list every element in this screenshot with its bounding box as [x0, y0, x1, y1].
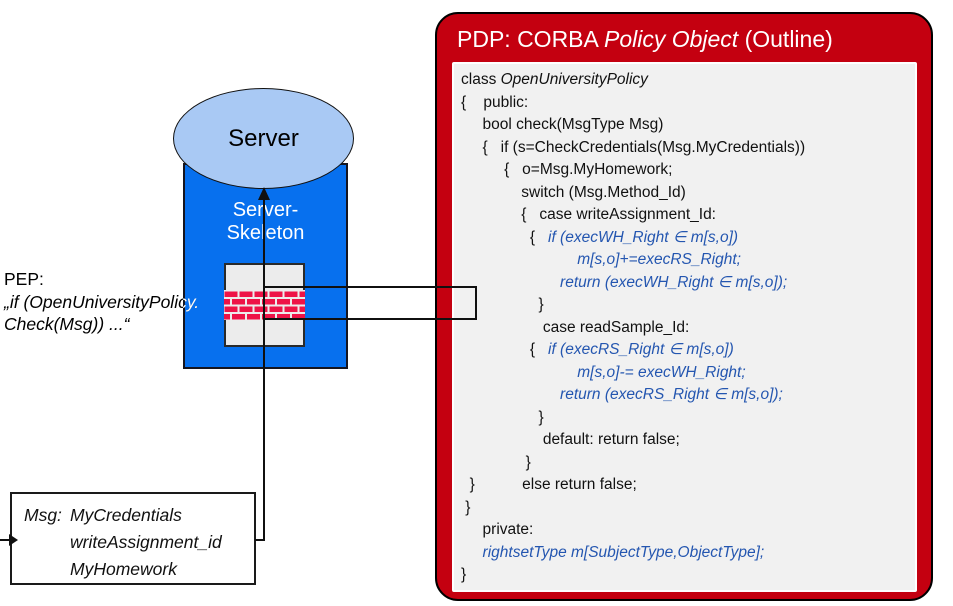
code-line: private:: [461, 521, 534, 538]
code-line: return (execWH_Right ∈ m[s,o]);: [461, 273, 788, 291]
code-line: { o=Msg.MyHomework;: [461, 161, 673, 178]
code-line: }: [461, 566, 467, 583]
msg-row: Msg: MyCredentials: [24, 502, 254, 529]
pdp-title-prefix: PDP: CORBA: [457, 26, 604, 52]
msg-value-homework: MyHomework: [70, 559, 177, 579]
code-line: rightsetType m[SubjectType,ObjectType];: [482, 543, 765, 561]
server-skeleton-label-line1: Server-: [232, 199, 299, 221]
pdp-title-italic: Policy Object: [603, 26, 739, 52]
code-line: return (execRS_Right ∈ m[s,o]);: [461, 386, 783, 403]
msg-value-method: writeAssignment_id: [70, 532, 222, 552]
code-line: bool check(MsgType Msg): [461, 116, 664, 133]
msg-box: Msg: MyCredentials writeAssignment_id My…: [10, 492, 256, 585]
code-line: { if (s=CheckCredentials(Msg.MyCredentia…: [461, 138, 806, 156]
code-line: { if (execRS_Right ∈ m[s,o]): [461, 341, 734, 358]
msgbox-connector-line: [255, 539, 265, 541]
server-label: Server: [228, 124, 299, 152]
code-line: m[s,o]+=execRS_Right;: [461, 251, 741, 268]
msg-value-credentials: MyCredentials: [70, 505, 182, 525]
pdp-panel: PDP: CORBA Policy Object (Outline) class…: [435, 12, 933, 601]
code-line: default: return false;: [461, 431, 680, 448]
msg-row: writeAssignment_id: [24, 529, 254, 556]
msg-row: MyHomework: [24, 556, 254, 583]
pep-code-line1-overlay: „if (OpenUniversityPolicy.: [183, 291, 200, 312]
pdp-title-suffix: (Outline): [738, 26, 833, 52]
pep-code-line1: „if (OpenUniversityPolicy. „if (OpenUniv…: [4, 291, 199, 314]
code-line: { case writeAssignment_Id:: [461, 206, 716, 223]
server-ellipse: Server: [173, 88, 354, 189]
pep-to-pdp-connector: [263, 286, 477, 320]
code-line: switch (Msg.Method_Id): [461, 183, 686, 201]
code-line: m[s,o]-= execWH_Right;: [461, 363, 746, 381]
code-line: }: [461, 453, 531, 471]
code-block: class OpenUniversityPolicy { public: bool…: [461, 69, 915, 587]
server-skeleton-label: Server- Skeleton: [183, 199, 348, 245]
code-line: case readSample_Id:: [461, 318, 690, 336]
code-line: } else return false;: [461, 476, 637, 493]
incoming-msg-arrow-line: [0, 539, 9, 541]
pep-code-line2: Check(Msg)) ...“: [4, 314, 130, 334]
code-line: { if (execWH_Right ∈ m[s,o]): [461, 228, 739, 246]
code-line: { public:: [461, 93, 529, 111]
msg-label: Msg:: [24, 505, 62, 525]
pdp-title: PDP: CORBA Policy Object (Outline): [457, 26, 931, 62]
code-line: class OpenUniversityPolicy: [461, 71, 648, 88]
arrow-up-icon: [258, 187, 270, 200]
pep-label: PEP:: [4, 269, 44, 289]
server-skeleton-label-line2: Skeleton: [226, 222, 305, 244]
message-flow-line: [263, 193, 265, 541]
code-line: }: [461, 498, 471, 516]
policy-code-box: class OpenUniversityPolicy { public: bool…: [452, 62, 917, 592]
arrow-right-icon: [9, 534, 18, 546]
code-line: }: [461, 408, 544, 426]
pep-annotation: PEP: „if (OpenUniversityPolicy. „if (Ope…: [4, 268, 199, 336]
code-line: }: [461, 296, 544, 313]
